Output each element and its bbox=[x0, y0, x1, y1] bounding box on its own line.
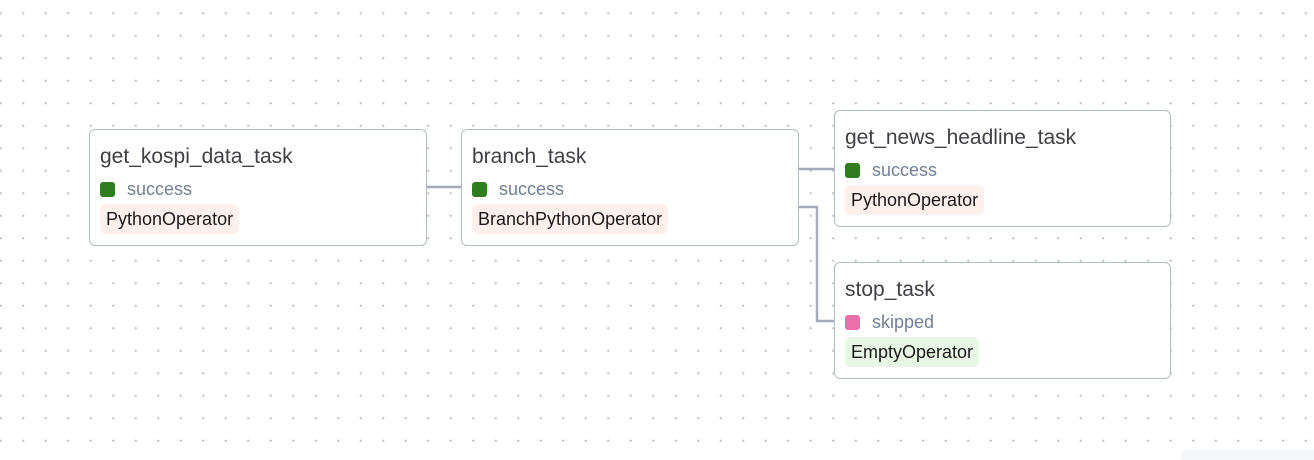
task-title: get_kospi_data_task bbox=[100, 145, 293, 168]
task-state: success bbox=[472, 179, 564, 200]
operator-badge: EmptyOperator bbox=[845, 337, 980, 367]
task-state: success bbox=[100, 179, 192, 200]
operator-badge: BranchPythonOperator bbox=[472, 204, 669, 234]
task-node-branch[interactable]: branch_task success BranchPythonOperator bbox=[461, 129, 799, 246]
state-success-icon bbox=[100, 182, 115, 197]
operator-badge: PythonOperator bbox=[845, 185, 985, 215]
task-state: skipped bbox=[845, 312, 934, 333]
state-success-icon bbox=[845, 163, 860, 178]
state-label: success bbox=[872, 160, 938, 180]
task-title: get_news_headline_task bbox=[845, 126, 1077, 149]
task-title: stop_task bbox=[845, 278, 935, 301]
state-skipped-icon bbox=[845, 315, 860, 330]
state-success-icon bbox=[472, 182, 487, 197]
operator-badge: PythonOperator bbox=[100, 204, 240, 234]
task-node-stop[interactable]: stop_task skipped EmptyOperator bbox=[834, 262, 1171, 379]
state-label: success bbox=[499, 179, 565, 199]
edge-branch-to-stop bbox=[799, 205, 835, 323]
state-label: skipped bbox=[872, 312, 935, 332]
task-node-get-news-headline[interactable]: get_news_headline_task success PythonOpe… bbox=[834, 110, 1171, 227]
task-node-get-kospi-data[interactable]: get_kospi_data_task success PythonOperat… bbox=[89, 129, 427, 246]
task-state: success bbox=[845, 160, 937, 181]
minimap-corner bbox=[1181, 450, 1314, 460]
state-label: success bbox=[127, 179, 193, 199]
task-title: branch_task bbox=[472, 145, 587, 168]
